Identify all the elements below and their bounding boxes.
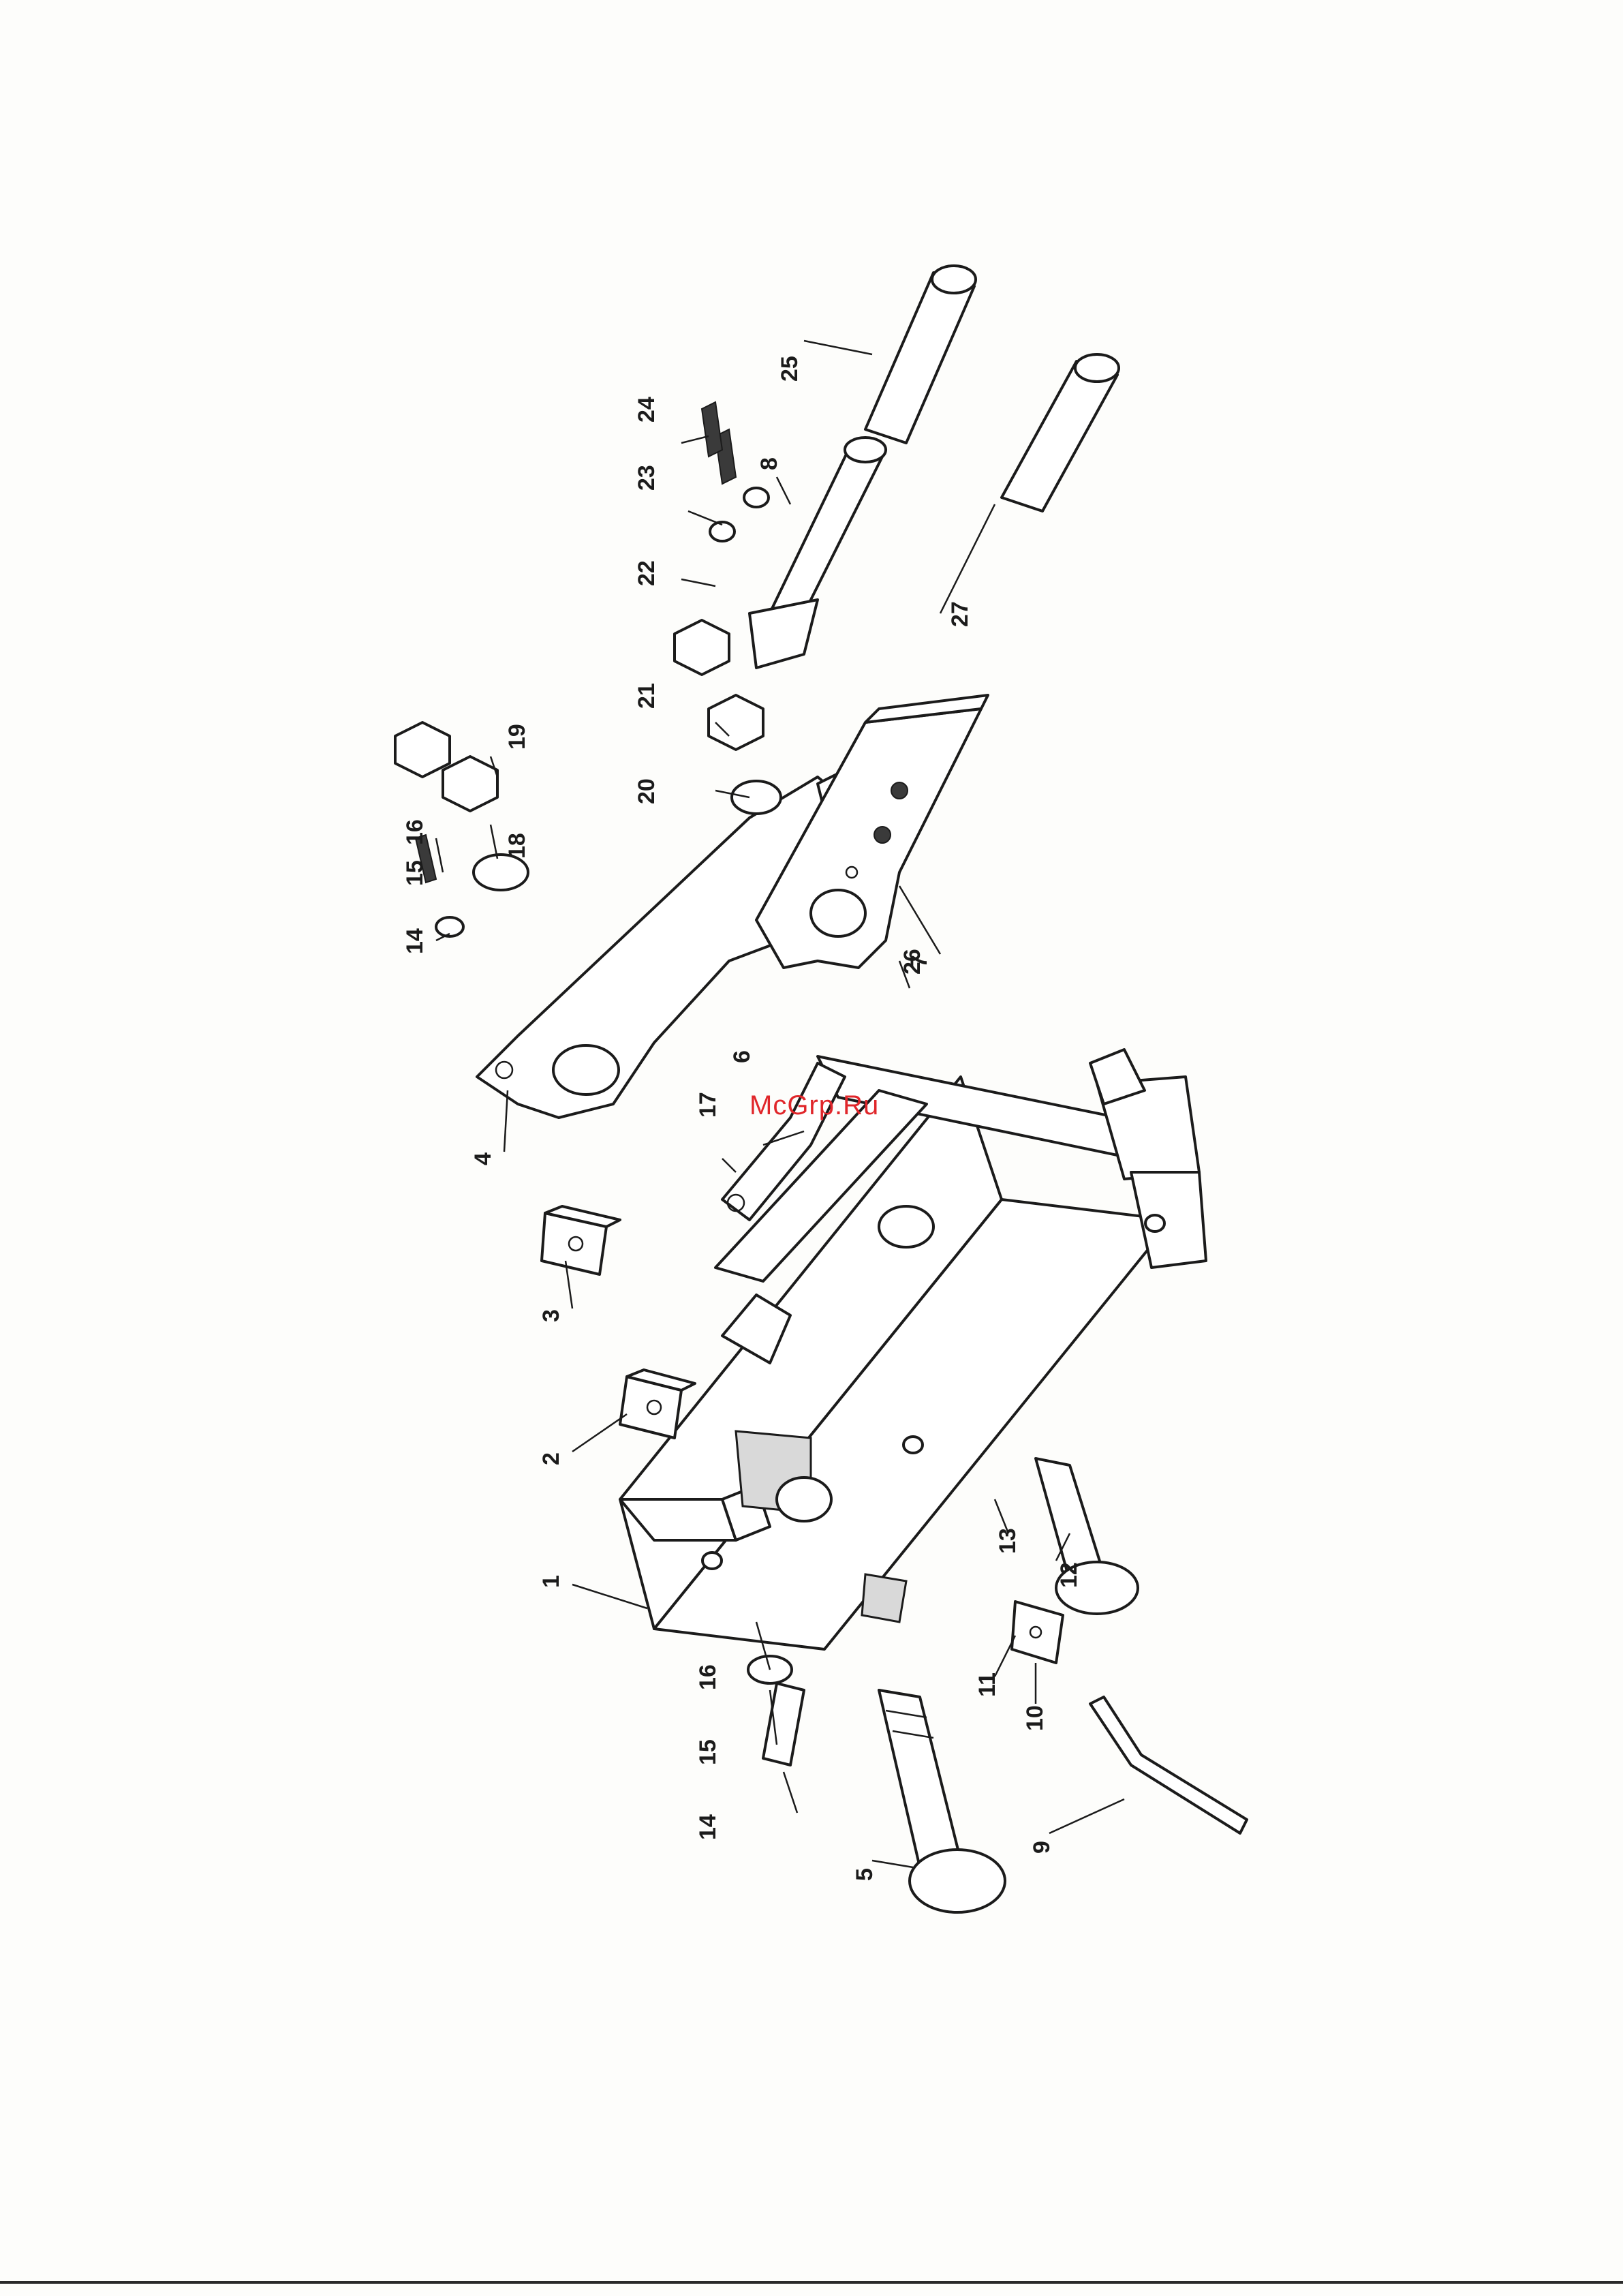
callout-18: 18 bbox=[504, 833, 530, 859]
callout-17: 17 bbox=[695, 1092, 721, 1118]
callout-4: 4 bbox=[470, 1152, 496, 1165]
part-pin-5 bbox=[879, 1690, 1005, 1912]
callout-22: 22 bbox=[634, 560, 660, 586]
callout-3: 3 bbox=[538, 1309, 564, 1322]
part-block-10 bbox=[1012, 1602, 1063, 1663]
part-handle-8 bbox=[749, 438, 886, 668]
callout-11: 11 bbox=[974, 1672, 1000, 1697]
callout-10: 10 bbox=[1022, 1705, 1048, 1731]
callout-25: 25 bbox=[777, 356, 803, 382]
callout-20: 20 bbox=[634, 778, 660, 804]
callout-24: 24 bbox=[634, 397, 660, 423]
part-pin-12 bbox=[1036, 1458, 1138, 1614]
callout-27: 27 bbox=[947, 601, 973, 627]
callout-12: 12 bbox=[1056, 1562, 1082, 1588]
callout-6: 6 bbox=[729, 1050, 755, 1063]
callout-19: 19 bbox=[504, 724, 530, 750]
callout-9: 9 bbox=[1029, 1841, 1055, 1854]
callout-15: 15 bbox=[695, 1739, 721, 1765]
callout-14-dup: 14 bbox=[402, 928, 428, 954]
callout-26: 26 bbox=[899, 949, 925, 975]
callout-8: 8 bbox=[756, 457, 782, 470]
callout-13: 13 bbox=[995, 1528, 1021, 1554]
callout-14: 14 bbox=[695, 1814, 721, 1840]
callout-23: 23 bbox=[634, 465, 660, 491]
callout-15-dup: 15 bbox=[402, 860, 428, 886]
callout-16: 16 bbox=[695, 1664, 721, 1690]
part-tube-27 bbox=[1002, 354, 1119, 511]
page-bottom-rule bbox=[0, 2281, 1623, 2284]
callout-16-dup: 16 bbox=[402, 819, 428, 845]
callout-5: 5 bbox=[852, 1868, 878, 1881]
callout-2: 2 bbox=[538, 1452, 564, 1465]
part-lever-9 bbox=[1090, 1697, 1247, 1833]
callout-1: 1 bbox=[538, 1575, 564, 1588]
callout-21: 21 bbox=[634, 683, 660, 709]
part-tube-25 bbox=[865, 266, 976, 443]
part-frame bbox=[620, 1050, 1206, 1649]
watermark: McGrp.Ru bbox=[749, 1090, 879, 1120]
part-block-3 bbox=[542, 1206, 620, 1274]
